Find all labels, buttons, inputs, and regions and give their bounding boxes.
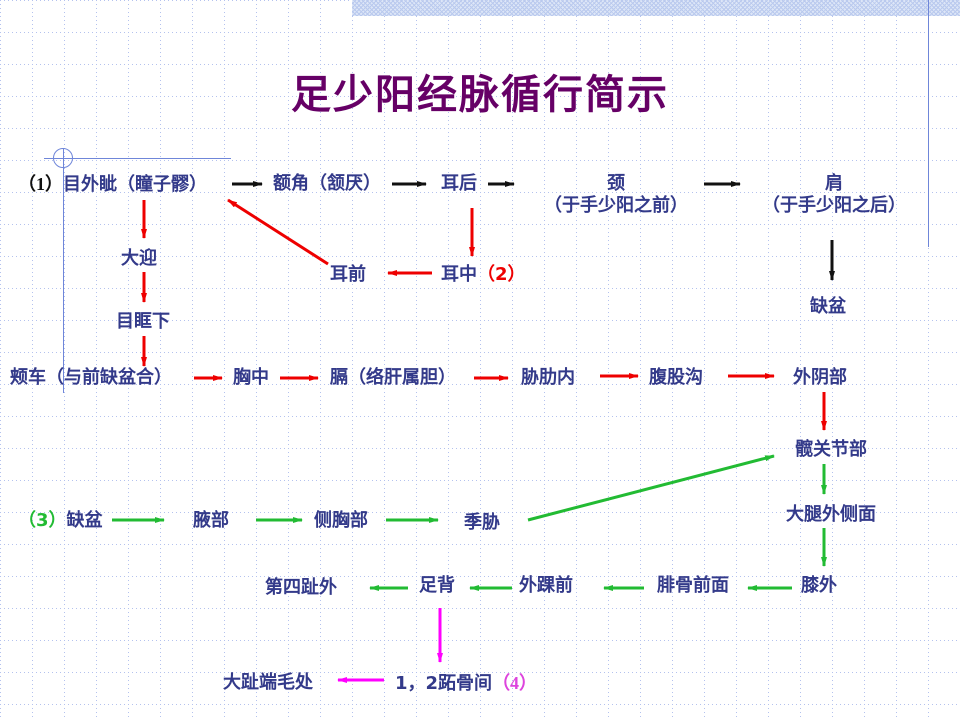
node-da-ying: 大迎 — [121, 248, 157, 269]
node-row-er-zhong: 耳中（2） — [441, 264, 526, 286]
node-jian-title: 肩 — [825, 173, 843, 194]
node-row-que-pen-2: （3）缺盆 — [18, 510, 103, 532]
segment1-arrows — [232, 181, 835, 281]
node-mu-kuang-xia: 目眶下 — [116, 311, 170, 332]
segment1-label: （1） — [18, 174, 63, 194]
node-jing: 颈 （于手少阳之前） — [536, 173, 696, 217]
node-jian-note: （于手少阳之后） — [762, 195, 906, 216]
guide-line-top — [44, 158, 231, 159]
page-title: 足少阳经脉循行简示 — [291, 71, 669, 118]
node-di-si-zhi-wai: 第四趾外 — [265, 577, 337, 598]
node-ye-bu: 腋部 — [193, 510, 229, 531]
node-jing-note: （于手少阳之前） — [544, 195, 688, 216]
node-bi-guan-jie: 髋关节部 — [795, 439, 867, 460]
decorative-banner — [352, 0, 960, 16]
segment4-label: （4） — [492, 673, 538, 693]
segment4-arrows — [337, 608, 443, 683]
node-jing-title: 颈 — [607, 173, 625, 194]
node-mu-wai-zi: 目外眦（瞳子髎） — [63, 174, 207, 195]
node-ji-xie: 季胁 — [464, 512, 500, 533]
node-wai-huai-qian: 外踝前 — [519, 575, 573, 596]
segment2-label: （2） — [477, 264, 526, 285]
node-xiong-zhong: 胸中 — [233, 367, 269, 388]
node-row1: （1）目外眦（瞳子髎） — [18, 173, 207, 196]
node-xie-lei-nei: 胁肋内 — [521, 367, 575, 388]
node-da-zhi-duan: 大趾端毛处 — [223, 672, 313, 693]
node-row-zhi-gu-jian: 1，2跖骨间（4） — [395, 672, 537, 695]
segment3-arrows — [112, 454, 827, 591]
segment3-label: （3） — [18, 510, 67, 531]
node-que-pen-1: 缺盆 — [810, 296, 846, 317]
node-wai-yin-bu: 外阴部 — [793, 367, 847, 388]
node-er-qian: 耳前 — [330, 264, 366, 285]
node-que-pen-2: 缺盆 — [66, 510, 103, 531]
node-fei-gu-qian: 腓骨前面 — [657, 575, 729, 596]
node-e-jiao: 额角（颔厌） — [273, 173, 381, 194]
node-er-zhong: 耳中 — [441, 264, 477, 285]
guide-line-left — [63, 148, 64, 393]
node-er-hou: 耳后 — [441, 173, 477, 194]
node-fu-gu-gou: 腹股沟 — [649, 367, 703, 388]
guide-line-right — [928, 0, 929, 247]
node-ge: 膈（络肝属胆） — [330, 367, 456, 388]
node-jia-che: 颊车（与前缺盆合） — [10, 367, 172, 388]
node-xi-wai: 膝外 — [801, 575, 837, 596]
node-zu-bei: 足背 — [419, 575, 455, 596]
crosshair-circle-icon — [53, 148, 73, 168]
segment2-arrows — [141, 198, 827, 431]
node-ce-xiong-bu: 侧胸部 — [314, 510, 368, 531]
node-zhi-gu-jian: 1，2跖骨间 — [395, 673, 493, 694]
node-da-tui-wai-ce: 大腿外侧面 — [786, 504, 876, 525]
node-jian: 肩 （于手少阳之后） — [754, 173, 914, 217]
